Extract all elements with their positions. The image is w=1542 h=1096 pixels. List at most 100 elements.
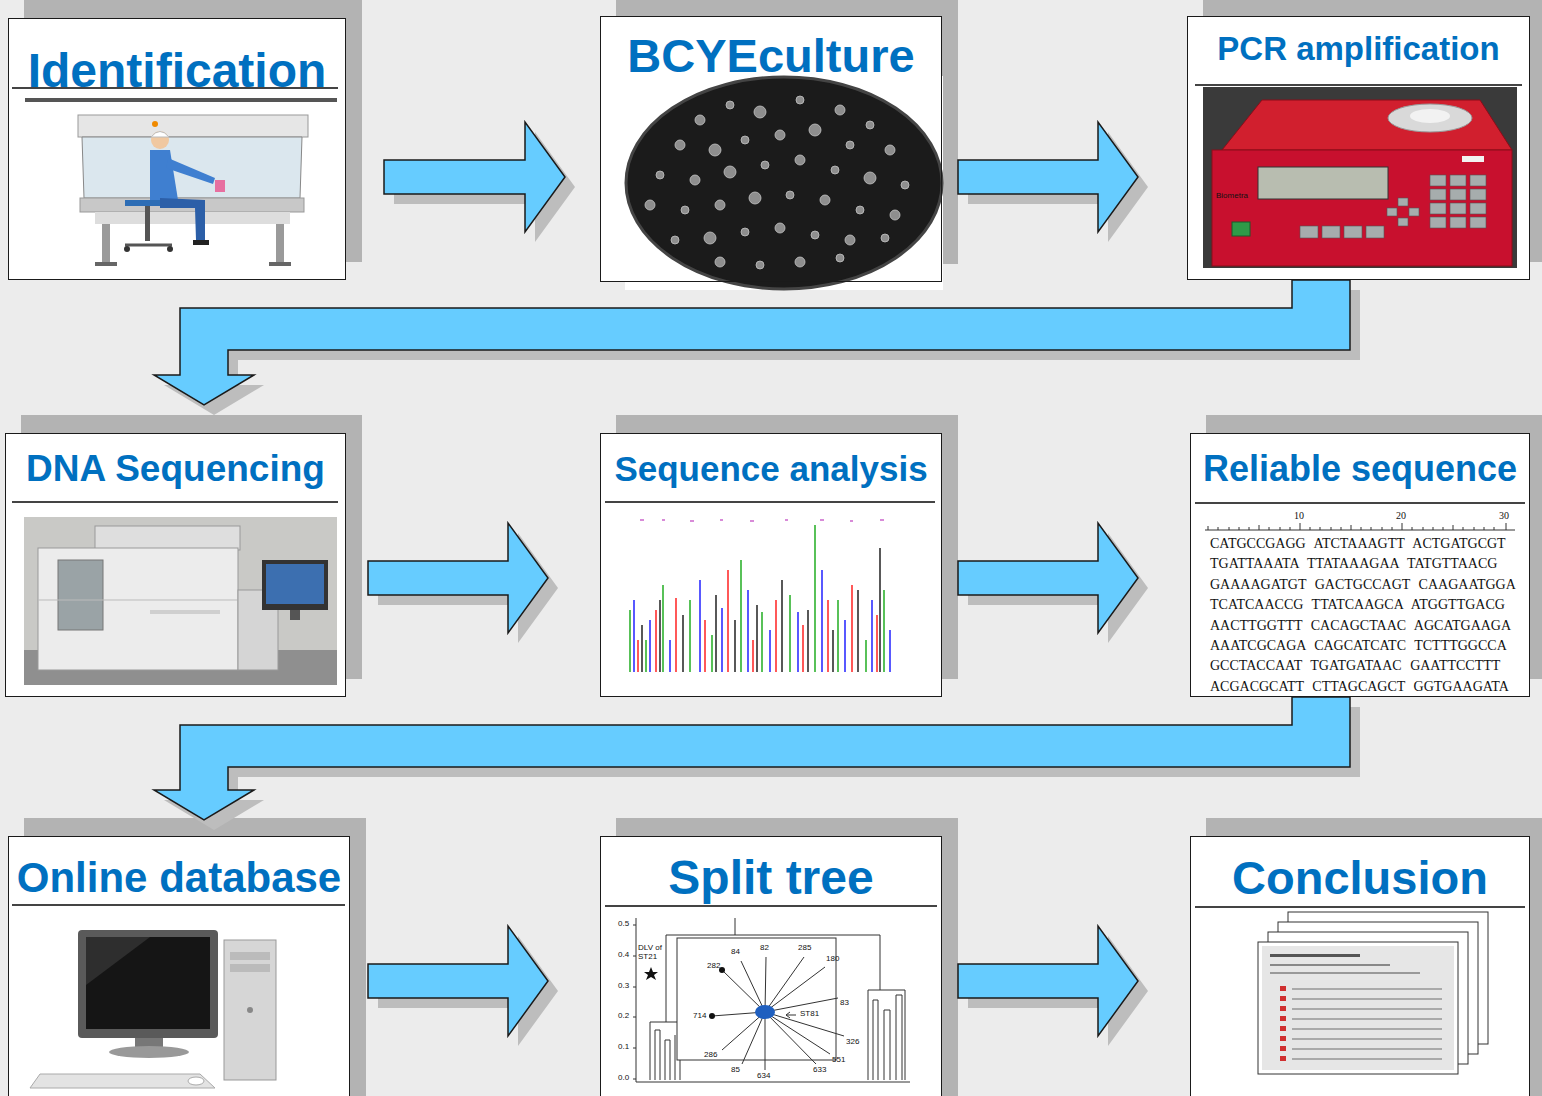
axis-label: 0.1 — [618, 1043, 629, 1052]
ruler-number: 10 — [1294, 510, 1304, 521]
biosafety-cabinet-photo — [25, 98, 337, 266]
split-tree-chart — [633, 918, 910, 1082]
box-heading: Identification — [13, 43, 341, 98]
box-fill — [600, 836, 942, 1096]
thermal-cycler-photo — [1410, 109, 1450, 123]
agar-plate-photo — [901, 181, 909, 189]
agar-plate-photo — [845, 235, 855, 245]
node-number: 634 — [757, 1072, 770, 1081]
chromatogram — [640, 520, 884, 521]
biosafety-cabinet-photo — [145, 206, 150, 241]
agar-plate-photo — [809, 124, 821, 136]
agar-plate-photo — [775, 223, 785, 233]
agar-plate-photo — [866, 121, 874, 129]
agar-plate-photo — [681, 206, 689, 214]
agar-plate-photo — [749, 192, 761, 204]
report-pages — [1270, 964, 1390, 966]
sequencer-photo — [262, 560, 328, 610]
block-arrow — [368, 926, 558, 1046]
agar-plate-photo — [881, 234, 889, 242]
agar-plate-photo — [846, 141, 854, 149]
thermal-cycler-photo — [1450, 217, 1466, 228]
agar-plate-photo — [756, 261, 764, 269]
arrow-body — [368, 523, 548, 633]
box-heading: PCR amplification — [1192, 30, 1525, 68]
sequence-line: AAATCGCAGA CAGCATCATC TCTTTGGCCA — [1210, 638, 1507, 653]
sequence-line: ACGACGCATT CTTAGCAGCT GGTGAAGATA — [1210, 679, 1509, 694]
report-pages — [1292, 1028, 1442, 1030]
chromatogram — [630, 520, 890, 672]
node-number: 180 — [826, 955, 839, 964]
agar-plate-photo — [890, 210, 900, 220]
thermal-cycler-photo — [1398, 218, 1408, 226]
report-pages — [1292, 998, 1442, 1000]
block-arrow — [958, 523, 1148, 643]
biosafety-cabinet-photo — [151, 131, 169, 149]
report-pages — [1280, 986, 1286, 991]
node-number: 286 — [704, 1051, 717, 1060]
biosafety-cabinet-photo — [269, 262, 291, 266]
agar-plate-photo — [836, 254, 844, 262]
chromatogram — [634, 570, 890, 672]
report-pages — [1280, 1056, 1286, 1061]
thermal-cycler-photo — [1430, 203, 1446, 214]
report-pages — [1280, 986, 1286, 1061]
biosafety-cabinet-photo — [150, 150, 178, 200]
block-arrow — [384, 122, 575, 242]
computer-photo — [78, 930, 218, 1038]
split-tree-chart — [677, 938, 836, 1060]
node-number: 326 — [846, 1038, 859, 1047]
sequencer-photo — [24, 517, 337, 685]
split-tree-chart — [644, 967, 658, 980]
agar-plate-photo — [625, 76, 943, 290]
agar-plate-photo — [786, 191, 794, 199]
sequencer-photo — [24, 517, 337, 685]
node-number: 84 — [731, 948, 740, 957]
agar-plate-photo — [831, 166, 839, 174]
thermal-cycler-photo — [1212, 150, 1512, 266]
sequencer-photo — [38, 548, 238, 670]
agar-plate-photo — [775, 130, 785, 140]
arrow-body — [384, 122, 565, 232]
agar-plate-photo — [704, 232, 716, 244]
box-fill — [5, 433, 346, 697]
biosafety-cabinet-photo — [78, 115, 308, 137]
report-pages — [1258, 942, 1458, 1074]
axis-label: 0.5 — [618, 920, 629, 929]
chromatogram — [642, 548, 880, 672]
agar-plate-photo — [675, 140, 685, 150]
node-number: 85 — [731, 1066, 740, 1075]
agar-plate-photo — [835, 105, 845, 115]
report-pages — [1262, 946, 1454, 1070]
biosafety-cabinet-photo — [152, 121, 158, 127]
node-number: ST81 — [800, 1010, 819, 1019]
box-fill — [8, 836, 350, 1096]
report-pages — [1280, 996, 1286, 1001]
arrow-body — [368, 926, 548, 1036]
process-box: Split tree — [600, 836, 942, 1096]
thermal-cycler-photo — [1232, 222, 1250, 236]
sequence-line: GAAAAGATGT GACTGCCAGT CAAGAATGGA — [1210, 577, 1516, 592]
agar-plate-photo — [715, 257, 725, 267]
axis-label: 0.0 — [618, 1074, 629, 1083]
process-box: BCYEculture — [600, 16, 942, 282]
box-heading: Sequence analysis — [605, 449, 937, 489]
process-box: PCR amplification — [1187, 16, 1530, 280]
biosafety-cabinet-photo — [125, 244, 172, 247]
agar-plate-photo — [811, 231, 819, 239]
split-tree-chart — [650, 1022, 680, 1080]
heading-rule — [12, 501, 338, 503]
computer-photo — [230, 964, 270, 972]
biosafety-cabinet-photo — [82, 137, 302, 198]
agar-plate-photo — [626, 77, 942, 289]
biosafety-cabinet-photo — [160, 198, 205, 240]
strain-label: DLV of ST21 — [638, 944, 664, 962]
sequence-line: AACTTGGTTT CACAGCTAAC AGCATGAAGA — [1210, 618, 1511, 633]
agar-plate-photo — [715, 200, 725, 210]
report-pages — [1280, 1026, 1286, 1031]
box-fill — [8, 18, 346, 280]
thermal-cycler-photo — [1462, 156, 1484, 162]
agar-plate-photo — [625, 76, 943, 290]
report-pages — [1258, 912, 1488, 1074]
heading-rule — [605, 905, 937, 907]
